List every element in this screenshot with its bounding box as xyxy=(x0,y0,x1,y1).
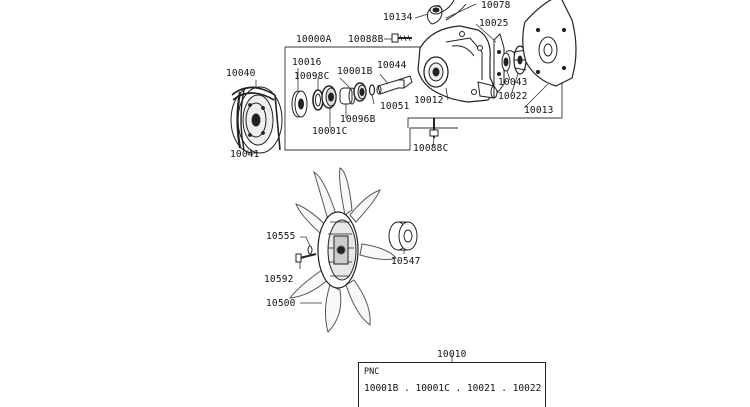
label-10044: 10044 xyxy=(377,60,407,71)
label-10051: 10051 xyxy=(380,101,410,112)
bolt-10592 xyxy=(295,253,317,263)
label-10001B: 10001B xyxy=(337,66,373,77)
label-10016: 10016 xyxy=(292,57,322,68)
impeller-10043 xyxy=(501,50,517,72)
pnc-box: PNC 10001B . 10001C . 10021 . 10022 xyxy=(358,362,546,407)
label-10010: 10010 xyxy=(437,349,467,360)
label-10041: 10041 xyxy=(230,149,260,160)
bearing-10001C xyxy=(321,85,337,109)
label-10592: 10592 xyxy=(264,274,294,285)
spacer-10096B xyxy=(339,87,356,105)
leader-lines-top xyxy=(247,3,549,154)
washer-10555 xyxy=(307,245,313,255)
belt-10040 xyxy=(231,86,281,151)
seal-10098C xyxy=(312,89,324,111)
label-10001C: 10001C xyxy=(312,126,348,137)
pnc-title: PNC xyxy=(364,367,380,377)
label-10012: 10012 xyxy=(414,95,444,106)
label-10022: 10022 xyxy=(498,91,528,102)
fan-10500 xyxy=(288,167,397,333)
label-10547: 10547 xyxy=(391,256,421,267)
bolt-10088B xyxy=(391,33,412,43)
label-10555: 10555 xyxy=(266,231,296,242)
label-10040: 10040 xyxy=(226,68,256,79)
cover-10013 xyxy=(522,0,577,87)
shaft-10044 xyxy=(376,75,413,95)
label-10088C: 10088C xyxy=(413,143,449,154)
label-10088B: 10088B xyxy=(348,34,384,45)
label-10013: 10013 xyxy=(524,105,554,116)
label-10025: 10025 xyxy=(479,18,509,29)
ring-10051 xyxy=(368,84,376,96)
flange-10016 xyxy=(291,90,308,118)
label-10500: 10500 xyxy=(266,298,296,309)
gasket-10025 xyxy=(493,33,505,93)
bolt-10088C xyxy=(429,118,439,138)
pump-body-10012 xyxy=(417,25,498,103)
housing-10134 xyxy=(427,0,467,25)
pnc-list: 10001B . 10001C . 10021 . 10022 xyxy=(364,383,542,394)
leader-lines-fan xyxy=(299,236,405,304)
label-10043: 10043 xyxy=(498,77,528,88)
label-10078: 10078 xyxy=(481,0,511,11)
bearing-10001B xyxy=(353,82,367,102)
label-10098C: 10098C xyxy=(294,71,330,82)
spacer-10547 xyxy=(388,221,418,251)
label-10000A: 10000A xyxy=(296,34,332,45)
label-10096B: 10096B xyxy=(340,114,376,125)
label-10134: 10134 xyxy=(383,12,413,23)
